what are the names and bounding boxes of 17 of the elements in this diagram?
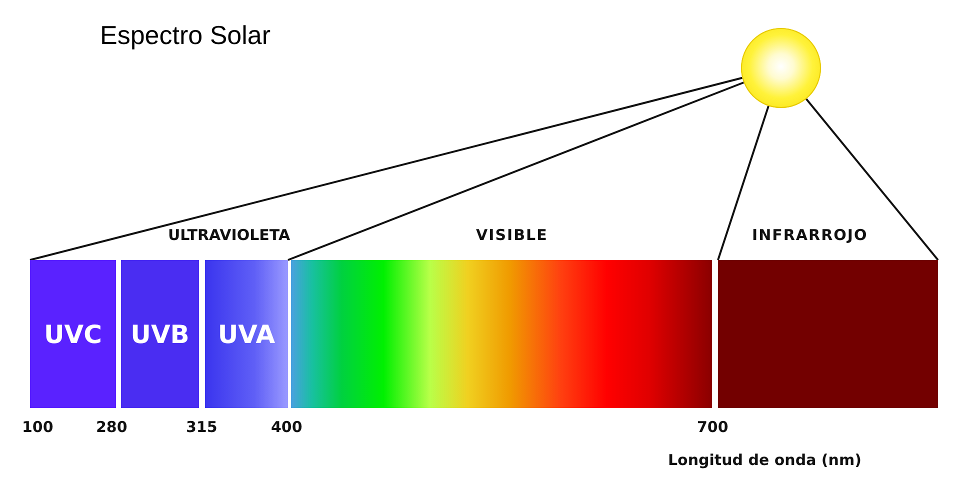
- wavelength-tick-label: 315: [186, 418, 218, 436]
- wavelength-tick-label: 280: [96, 418, 128, 436]
- ray-line: [806, 98, 939, 261]
- title: Espectro Solar: [100, 20, 271, 51]
- region-heading: VISIBLE: [476, 226, 548, 244]
- uva-band: UVA: [205, 260, 288, 408]
- wavelength-tick-label: 100: [22, 418, 54, 436]
- ray-line: [30, 76, 742, 261]
- axis-label: Longitud de onda (nm): [668, 451, 862, 469]
- wavelength-tick-label: 700: [697, 418, 728, 436]
- region-heading: INFRARROJO: [752, 226, 868, 244]
- uvb-band: UVB: [121, 260, 199, 408]
- ray-line: [717, 106, 770, 260]
- wavelength-tick-label: 400: [271, 418, 302, 436]
- ray-line: [288, 82, 744, 261]
- region-heading: ULTRAVIOLETA: [168, 226, 290, 244]
- uvc-band: UVC: [30, 260, 116, 408]
